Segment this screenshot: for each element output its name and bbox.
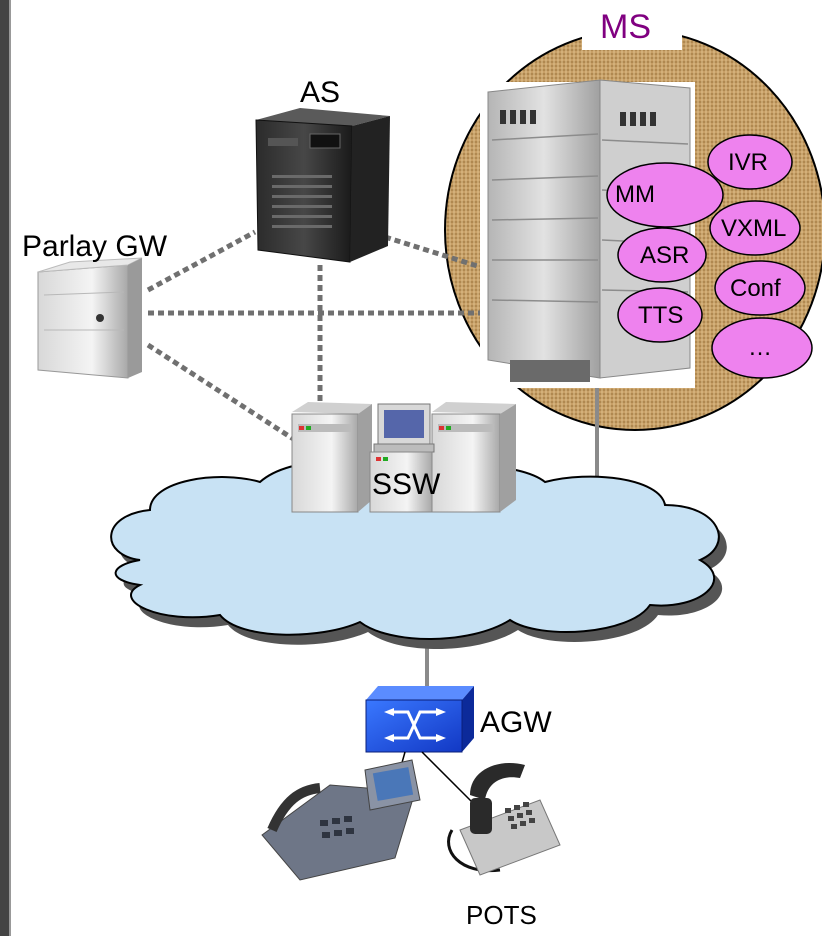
bubble-conf-label: Conf [730, 275, 781, 302]
bubble-vxml [709, 200, 801, 256]
ms-label: MS [600, 8, 651, 46]
bubble-vxml-label: VXML [721, 215, 787, 242]
parlay-gw-server-icon [37, 257, 143, 379]
agw-switch-icon [365, 686, 474, 753]
left-border [0, 0, 9, 936]
bubble-more-label: … [748, 334, 772, 361]
agw-label: AGW [480, 706, 552, 739]
link-parlay-as [146, 229, 257, 293]
bubble-conf [714, 260, 806, 316]
bubble-asr [617, 227, 707, 283]
network-cloud [110, 460, 727, 650]
as-server-icon [255, 108, 390, 263]
bubble-mm [606, 162, 724, 228]
bubble-more [711, 317, 813, 379]
bubble-tts-label: TTS [638, 302, 684, 329]
ms-bubbles [606, 134, 813, 379]
bubble-ivr [707, 134, 793, 190]
ssw-label: SSW [372, 468, 441, 501]
bubble-mm-label: MM [615, 181, 655, 208]
ms-label-box [582, 0, 682, 50]
bubble-ivr-label: IVR [728, 149, 769, 176]
as-label: AS [300, 76, 341, 109]
bubble-tts [617, 287, 703, 343]
link-as-ms [384, 234, 491, 273]
ssw-server-icon [291, 402, 516, 513]
bubble-asr-label: ASR [640, 242, 690, 269]
pots-phone-icon [447, 763, 561, 876]
link-parlay-ssw [146, 342, 297, 443]
parlay-gw-label: Parlay GW [22, 230, 168, 263]
dotted-links [146, 229, 491, 443]
ip-phone-icon [261, 759, 421, 881]
ms-rack [480, 79, 695, 388]
pots-label: POTS [466, 900, 537, 930]
